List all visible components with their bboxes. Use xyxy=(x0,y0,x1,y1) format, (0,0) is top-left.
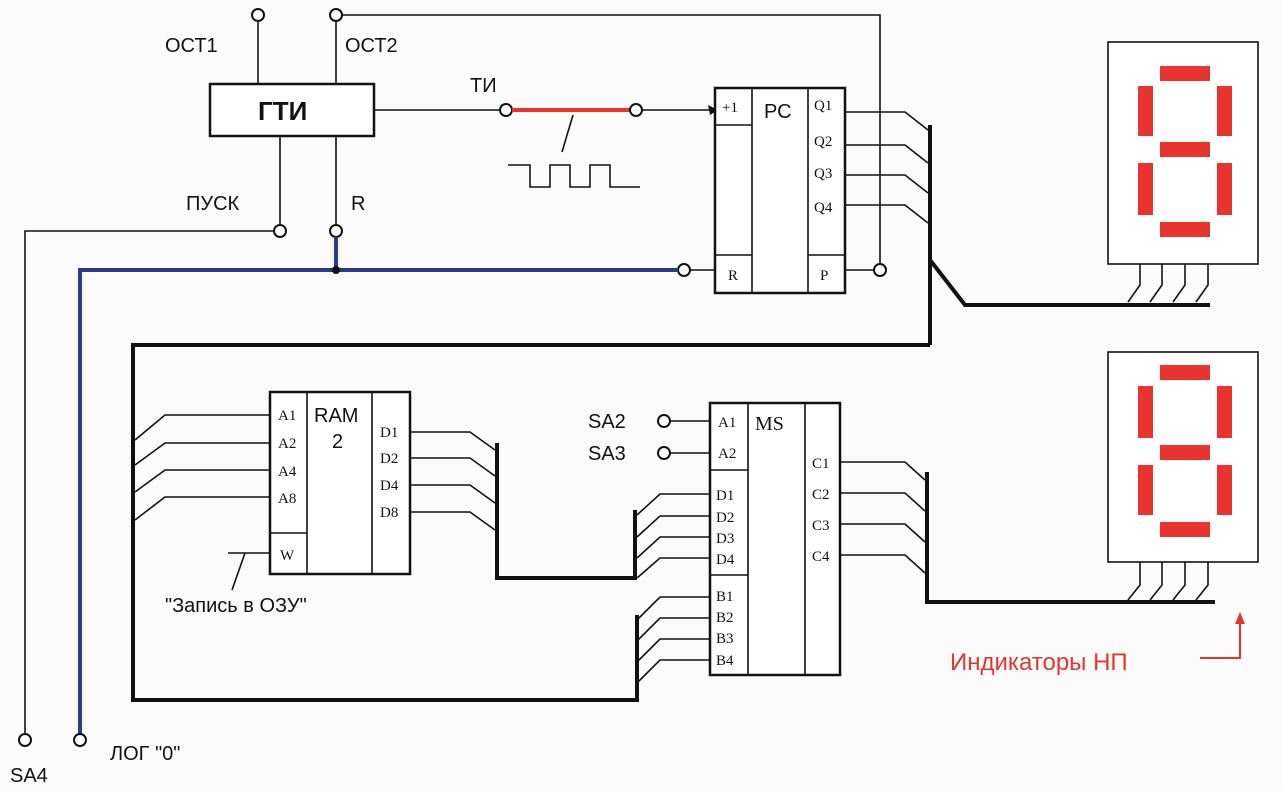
mux-c3: C3 xyxy=(812,518,830,534)
ram-block xyxy=(268,390,412,576)
seven-segment-display-bottom xyxy=(1107,351,1259,601)
mux-b1: B1 xyxy=(716,589,734,605)
counter-p-terminal[interactable] xyxy=(873,263,887,277)
mux-block xyxy=(708,401,842,677)
r-terminal[interactable] xyxy=(329,224,343,238)
mux-b2: B2 xyxy=(716,610,734,626)
counter-r-terminal[interactable] xyxy=(677,263,691,277)
mux-c2: C2 xyxy=(812,487,830,503)
mux-a2: A2 xyxy=(718,446,736,462)
seven-segment-display-top xyxy=(1107,41,1259,303)
indicator-arrow-icon xyxy=(1200,620,1241,659)
mux-c4: C4 xyxy=(812,549,830,565)
sa4-label: SA4 xyxy=(10,765,48,787)
counter-bus xyxy=(928,125,1210,307)
ram-d1: D1 xyxy=(380,425,398,441)
gti-label: ГТИ xyxy=(258,96,307,126)
pusk-terminal[interactable] xyxy=(273,224,287,238)
mux-c1: C1 xyxy=(812,456,830,472)
mux-b4: B4 xyxy=(716,653,734,669)
mux-a1: A1 xyxy=(718,415,736,431)
counter-reset: R xyxy=(728,268,738,284)
sa3-label: SA3 xyxy=(588,443,626,465)
ti-terminal-left[interactable] xyxy=(499,103,513,117)
counter-inc: +1 xyxy=(722,100,738,116)
mux-b3: B3 xyxy=(716,631,734,647)
ram-d2: D2 xyxy=(380,451,398,467)
mux-d3: D3 xyxy=(716,531,734,547)
mux-d4: D4 xyxy=(716,552,735,568)
ti-terminal-right[interactable] xyxy=(629,103,643,117)
ost1-terminal[interactable] xyxy=(251,8,265,22)
pulse-waveform xyxy=(508,164,640,188)
counter-carry: P xyxy=(820,268,828,284)
log0-terminal[interactable] xyxy=(73,733,87,747)
log0-label: ЛОГ "0" xyxy=(110,743,180,765)
counter-q1: Q1 xyxy=(814,98,832,114)
counter-q3: Q3 xyxy=(814,166,832,182)
ram-d8: D8 xyxy=(380,505,398,521)
counter-title: РС xyxy=(764,101,792,123)
ost1-label: ОСТ1 xyxy=(165,35,218,57)
counter-q4: Q4 xyxy=(814,200,833,216)
ti-label: ТИ xyxy=(470,75,497,97)
ram-title-2: 2 xyxy=(332,431,343,453)
ram-write-label: "Запись в ОЗУ" xyxy=(165,595,307,617)
pusk-label: ПУСК xyxy=(186,193,240,215)
sa2-label: SA2 xyxy=(588,411,626,433)
ram-a4: A4 xyxy=(278,464,297,480)
mux-d2: D2 xyxy=(716,510,734,526)
sa3-terminal[interactable] xyxy=(657,446,671,460)
mux-title: MS xyxy=(755,413,784,435)
ram-w: W xyxy=(280,548,295,564)
ram-d4: D4 xyxy=(380,478,399,494)
ost2-terminal[interactable] xyxy=(329,8,343,22)
counter-block xyxy=(713,86,847,295)
ram-title-1: RAM xyxy=(314,405,358,427)
ram-a8: A8 xyxy=(278,491,296,507)
reset-wire xyxy=(334,237,678,272)
sa4-terminal[interactable] xyxy=(18,733,32,747)
mux-output-bus xyxy=(925,472,1215,604)
sa2-terminal[interactable] xyxy=(657,414,671,428)
ost2-label: ОСТ2 xyxy=(345,35,398,57)
gti-block xyxy=(208,82,376,138)
mux-d1: D1 xyxy=(716,488,734,504)
ram-a2: A2 xyxy=(278,436,296,452)
ram-data-bus xyxy=(495,443,637,580)
indicators-label: Индикаторы НП xyxy=(950,649,1128,676)
ram-a1: A1 xyxy=(278,408,296,424)
r-label: R xyxy=(351,193,365,215)
counter-q2: Q2 xyxy=(814,134,832,150)
